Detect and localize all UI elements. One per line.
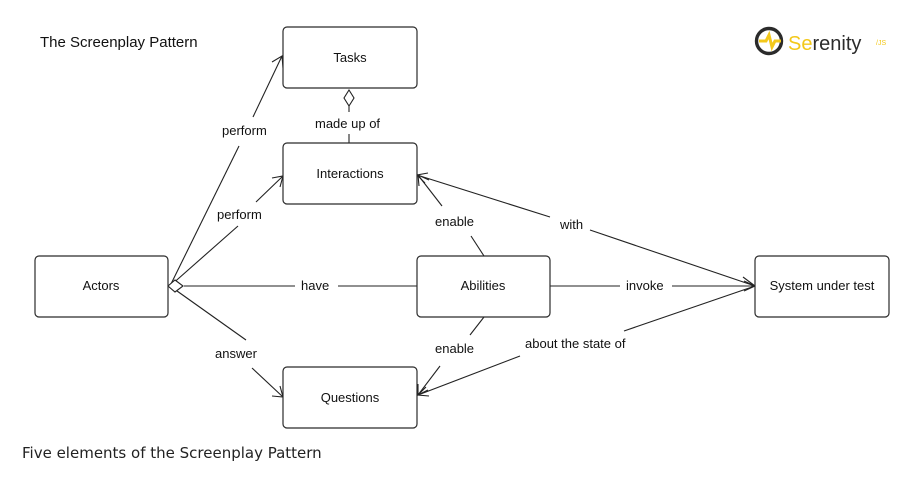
edge-actors-tasks-lower <box>169 145 240 287</box>
serenity-logo-text: Serenity <box>788 33 861 55</box>
edge-interactions-system-right <box>589 229 756 287</box>
edge-label-tasks-interactions: made up of <box>315 116 380 131</box>
diagram-title: The Screenplay Pattern <box>40 34 198 51</box>
edge-label-interactions-system: with <box>559 217 583 232</box>
edges: perform perform have answer made up of e… <box>167 55 757 398</box>
edge-actors-questions-upper <box>169 285 247 341</box>
edge-label-actors-abilities: have <box>301 278 329 293</box>
aggregation-diamond-tasks <box>343 88 355 108</box>
node-system-under-test: System under test <box>754 255 890 318</box>
edge-system-questions-right <box>623 285 756 332</box>
edge-abilities-interactions-lower <box>470 235 485 257</box>
edge-label-actors-tasks: perform <box>222 123 267 138</box>
node-questions-label: Questions <box>321 390 380 405</box>
edge-label-abilities-interactions: enable <box>435 214 474 229</box>
edge-label-abilities-questions: enable <box>435 341 474 356</box>
aggregation-diamond-actors <box>167 279 184 293</box>
edge-label-actors-questions: answer <box>215 346 258 361</box>
node-questions: Questions <box>282 366 418 429</box>
edge-actors-interactions-upper <box>255 175 284 203</box>
serenity-logo: Serenity /JS <box>754 26 886 56</box>
edge-actors-tasks-upper <box>252 55 283 118</box>
edge-system-questions-left <box>417 355 521 396</box>
node-tasks: Tasks <box>282 26 418 89</box>
edge-label-abilities-system: invoke <box>626 278 664 293</box>
node-actors-label: Actors <box>83 278 120 293</box>
edge-abilities-questions-lower <box>417 365 441 396</box>
logo-brand-prefix: Se <box>788 33 812 55</box>
edge-actors-questions-lower <box>251 367 284 398</box>
logo-brand-rest: renity <box>812 33 861 55</box>
node-system-label: System under test <box>770 278 875 293</box>
edge-interactions-system-left <box>416 174 551 218</box>
node-abilities: Abilities <box>416 255 551 318</box>
serenity-logo-icon <box>754 26 784 56</box>
node-interactions: Interactions <box>282 142 418 205</box>
arrowhead-questions-state <box>416 386 430 397</box>
edge-actors-interactions-lower <box>169 225 239 287</box>
node-tasks-label: Tasks <box>333 50 367 65</box>
edge-label-system-questions: about the state of <box>525 336 626 351</box>
logo-suffix: /JS <box>876 40 886 47</box>
edge-label-actors-interactions: perform <box>217 207 262 222</box>
node-abilities-label: Abilities <box>461 278 506 293</box>
edge-abilities-questions-upper <box>469 316 485 336</box>
node-interactions-label: Interactions <box>316 166 384 181</box>
node-actors: Actors <box>34 255 169 318</box>
figure-caption: Five elements of the Screenplay Pattern <box>22 444 322 462</box>
